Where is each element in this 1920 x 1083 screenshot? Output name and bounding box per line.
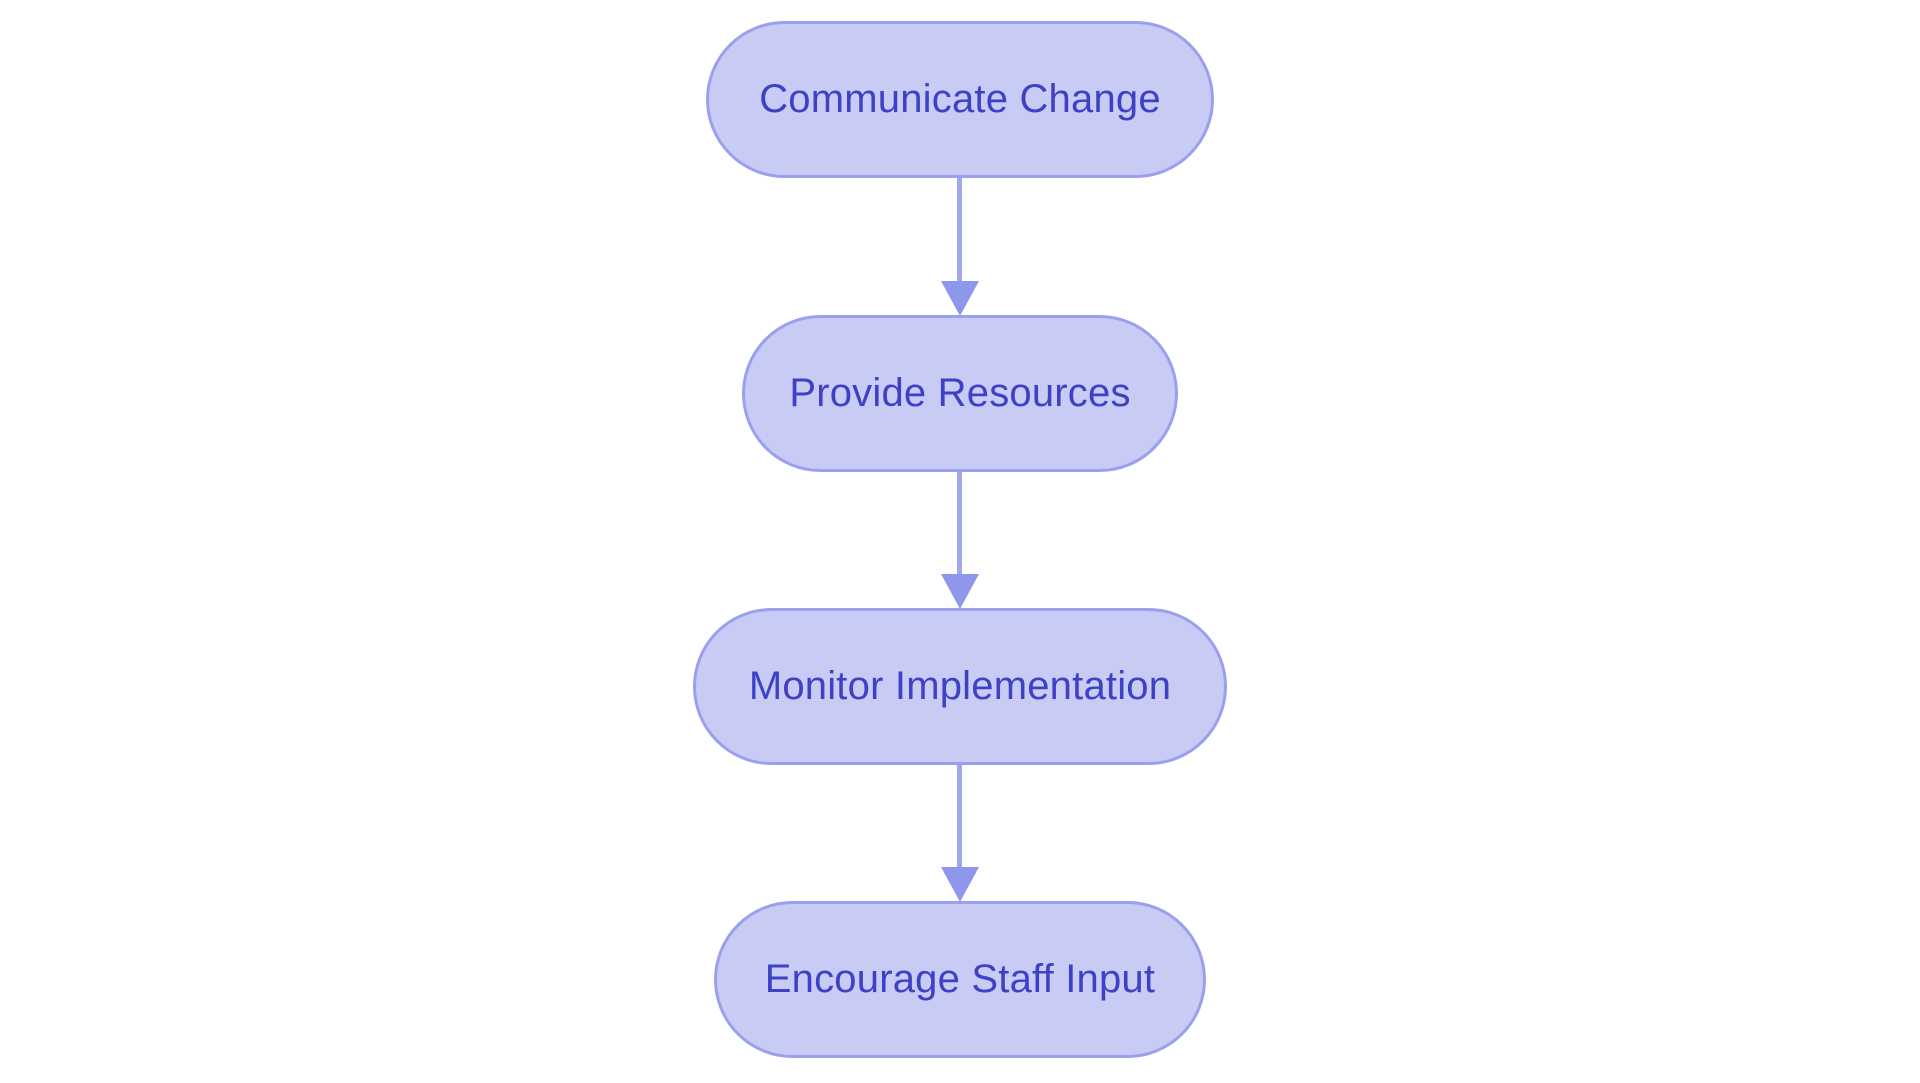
flow-arrowhead-down-icon [941,867,979,902]
node-label: Provide Resources [789,371,1131,415]
node-label: Monitor Implementation [748,664,1172,708]
node-label: Communicate Change [759,77,1161,121]
node-label: Encourage Staff Input [764,957,1156,1001]
flowchart-node-encourage-staff-input: Encourage Staff Input [714,901,1206,1058]
flowchart-node-communicate-change: Communicate Change [706,21,1214,178]
flow-arrowhead-down-icon [941,281,979,316]
flow-arrowhead-down-icon [941,574,979,609]
flow-arrow-line [957,178,962,284]
flowchart-node-provide-resources: Provide Resources [742,315,1178,472]
flowchart-node-monitor-implementation: Monitor Implementation [693,608,1227,765]
flow-arrow-line [957,472,962,578]
flow-arrow-line [957,765,962,871]
